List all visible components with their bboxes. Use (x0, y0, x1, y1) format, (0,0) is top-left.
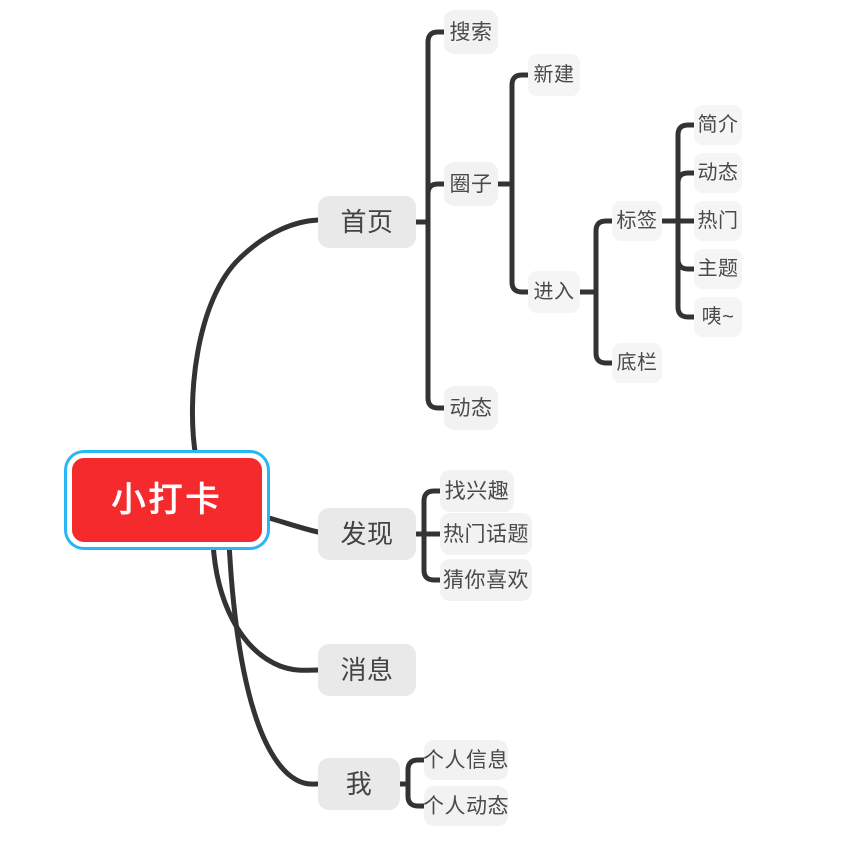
connector-branch (425, 219, 447, 411)
connector-branch (675, 122, 697, 224)
connector-branch (675, 218, 697, 272)
mindmap-node-xiaoxi[interactable]: 消息 (318, 644, 416, 696)
connector-branch (509, 181, 531, 295)
mindmap-root-node[interactable]: 小打卡 (72, 458, 262, 542)
connector-branch (509, 72, 531, 187)
connector-branch (405, 781, 427, 809)
mindmap-node-xinjian[interactable]: 新建 (528, 54, 580, 96)
connector-branch (421, 488, 443, 537)
mindmap-node-shouye[interactable]: 首页 (318, 196, 416, 248)
mindmap-node-yi[interactable]: 咦~ (694, 297, 742, 337)
mindmap-node-faxian[interactable]: 发现 (318, 508, 416, 560)
connector-root-to-wo (226, 539, 321, 787)
connector-root-to-xiaoxi (210, 539, 321, 673)
mindmap-node-zhaoxingqu[interactable]: 找兴趣 (440, 470, 514, 512)
mindmap-node-quanzi[interactable]: 圈子 (444, 162, 498, 206)
connector-branch (593, 218, 615, 295)
mindmap-node-biaoqian[interactable]: 标签 (612, 201, 662, 241)
mindmap-node-dongtai[interactable]: 动态 (444, 386, 498, 430)
connector-branch (421, 531, 443, 583)
mindmap-node-dongtai_t[interactable]: 动态 (694, 153, 742, 193)
mindmap-node-cainixihuan[interactable]: 猜你喜欢 (440, 559, 532, 601)
mindmap-node-zhuti[interactable]: 主题 (694, 249, 742, 289)
mindmap-node-gerendongtai[interactable]: 个人动态 (423, 786, 509, 826)
connector-branch (675, 218, 697, 320)
connector-branch (675, 170, 697, 224)
mindmap-node-dilan[interactable]: 底栏 (612, 343, 662, 383)
mindmap-node-remenhuati[interactable]: 热门话题 (440, 513, 532, 555)
connector-root-to-faxian (259, 513, 321, 535)
mindmap-node-sousuo[interactable]: 搜索 (444, 10, 498, 54)
connector-root-to-shouye (190, 217, 321, 461)
mindmap-node-wo[interactable]: 我 (318, 758, 400, 810)
mindmap-node-jinru[interactable]: 进入 (528, 271, 580, 313)
mindmap-node-gerenxinxi[interactable]: 个人信息 (423, 740, 509, 780)
connector-branch (425, 29, 447, 225)
mindmap-node-jianjie[interactable]: 简介 (694, 105, 742, 145)
connector-branch (425, 181, 447, 225)
mindmap-node-remen[interactable]: 热门 (694, 201, 742, 241)
connector-branch (405, 757, 427, 787)
connector-branch (593, 289, 615, 366)
